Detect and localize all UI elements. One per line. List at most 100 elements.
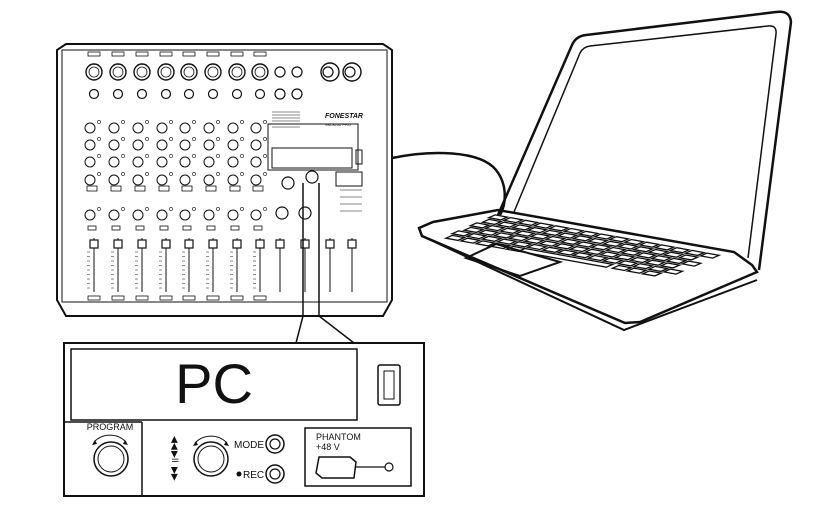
master-jack-icon — [322, 66, 334, 78]
channel-knob-marker — [263, 120, 267, 124]
channel-knob-icon — [179, 122, 191, 134]
keyboard-key — [498, 227, 522, 234]
channel-footer-box — [87, 295, 101, 301]
channel-knob-icon — [132, 156, 144, 168]
laptop-screen-lid — [496, 10, 793, 271]
master-fader-cap-icon — [300, 239, 310, 249]
program-knob-cap — [97, 445, 125, 473]
display-text: PC — [175, 352, 253, 415]
fader-cap-icon — [232, 239, 242, 249]
keyboard-key — [473, 240, 497, 247]
xlr-input-icon — [180, 63, 198, 81]
channel-knob-marker — [192, 207, 196, 211]
keyboard-key — [613, 254, 637, 261]
panel-frame — [63, 342, 425, 497]
phantom-box — [304, 427, 412, 487]
channel-button-icon — [158, 185, 170, 192]
mode-button[interactable] — [265, 434, 285, 454]
keyboard-key — [668, 247, 692, 254]
mixer-inner-bevel — [61, 49, 388, 303]
phantom-voltage-label: +48 V — [316, 442, 340, 452]
keyboard-key — [661, 251, 685, 258]
channel-knob-marker — [97, 172, 101, 176]
keyboard-key — [628, 256, 652, 264]
channel-knob-icon — [250, 122, 262, 134]
display-box — [70, 348, 358, 421]
channel-knob-marker — [97, 207, 101, 211]
keyboard-key — [510, 241, 534, 248]
xlr-input-inner-icon — [254, 66, 266, 78]
keyboard-key — [507, 234, 531, 242]
keyboard-key — [547, 225, 571, 232]
channel-knob-icon — [84, 139, 96, 151]
rec-button[interactable] — [265, 464, 285, 484]
channel-knob-marker — [216, 207, 220, 211]
channel-knob-marker — [121, 207, 125, 211]
xlr-input-inner-icon — [88, 66, 100, 78]
keyboard-key — [449, 230, 473, 237]
channel-knob-marker — [240, 120, 244, 124]
keyboard-key — [607, 236, 631, 243]
keyboard-key — [646, 265, 670, 273]
phantom-label: PHANTOM — [316, 432, 361, 442]
keyboard-key — [637, 241, 661, 248]
channel-knob-icon — [108, 156, 120, 168]
keyboard-key — [528, 233, 552, 240]
laptop-base-front-edge — [421, 235, 758, 332]
channel-label-box — [135, 51, 149, 57]
mode-label: MODE — [234, 440, 264, 451]
jack-input-icon — [207, 88, 219, 100]
xlr-input-inner-icon — [160, 66, 172, 78]
xlr-input-icon — [109, 63, 127, 81]
keyboard-key — [616, 243, 640, 250]
channel-knob-marker — [145, 137, 149, 141]
channel-knob-marker — [145, 154, 149, 158]
laptop-touchpad — [463, 242, 564, 278]
usb-cable — [391, 151, 506, 216]
keyboard-key — [461, 226, 486, 234]
channel-label-box — [253, 51, 267, 57]
keyboard-key — [562, 227, 586, 235]
keyboard-key — [567, 245, 591, 253]
master-jack-icon — [291, 66, 303, 78]
keyboard-key — [658, 262, 682, 269]
keyboard-key — [583, 248, 607, 255]
channel-knob-icon — [108, 139, 120, 151]
channel-knob-icon — [179, 156, 191, 168]
channel-knob-icon — [227, 209, 239, 221]
channel-knob-icon — [156, 122, 168, 134]
keyboard-key — [531, 222, 555, 229]
jack-input-icon — [136, 88, 148, 100]
media-control-knob[interactable] — [193, 441, 229, 477]
keyboard-key — [558, 238, 582, 245]
channel-knob-icon — [156, 156, 168, 168]
channel-label-box — [206, 51, 220, 57]
keyboard-key — [543, 235, 567, 243]
keyboard-key — [631, 246, 655, 253]
program-knob[interactable] — [93, 441, 129, 477]
channel-knob-icon — [84, 156, 96, 168]
channel-knob-marker — [97, 154, 101, 158]
phantom-switch[interactable] — [315, 456, 357, 479]
keyboard-key — [683, 249, 707, 257]
channel-knob-marker — [240, 207, 244, 211]
channel-knob-icon — [132, 139, 144, 151]
keyboard-key — [643, 259, 667, 266]
channel-label-box — [111, 51, 125, 57]
master-jack-icon — [291, 88, 303, 100]
channel-knob-icon — [84, 174, 96, 186]
jack-input-icon — [254, 88, 266, 100]
keyboard-key — [458, 237, 482, 244]
jack-input-icon — [231, 88, 243, 100]
channel-footer-box — [206, 295, 220, 301]
keyboard-key — [625, 267, 649, 274]
mixer-master-section: FONESTAR SM-8200 PRO — [267, 113, 363, 187]
keyboard-key — [601, 257, 625, 264]
keyboard-key — [601, 240, 625, 247]
master-xlr-icon — [320, 62, 340, 82]
audio-mixer: FONESTAR SM-8200 PRO — [56, 43, 393, 317]
keyboard-key — [574, 241, 598, 248]
channel-knob-icon — [250, 209, 262, 221]
xlr-input-inner-icon — [207, 66, 219, 78]
